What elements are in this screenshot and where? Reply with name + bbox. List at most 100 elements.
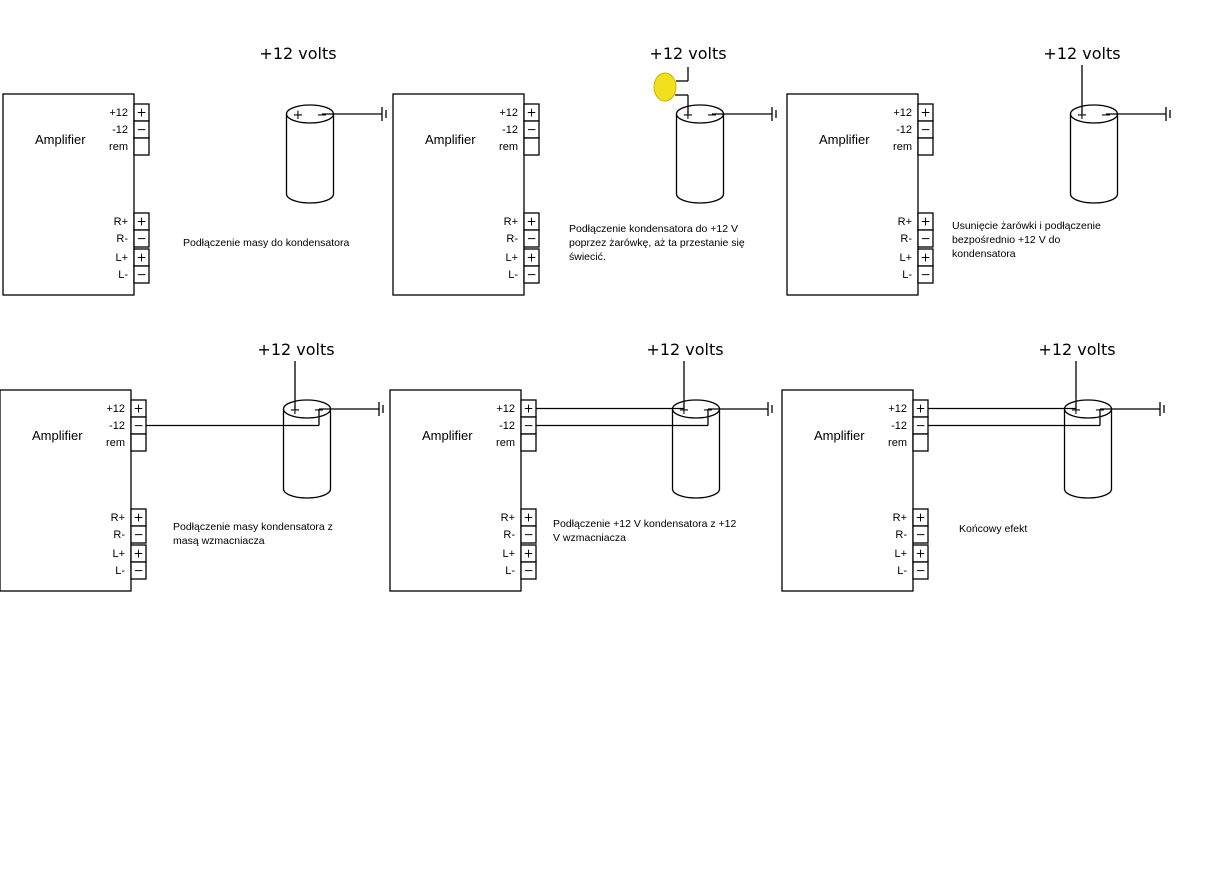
capacitor: +− <box>285 104 335 204</box>
terminal-label: +12 <box>499 107 518 119</box>
terminal-Rminus <box>133 229 150 248</box>
terminal-label: -12 <box>499 420 515 432</box>
plus-sign-icon: + <box>136 215 146 229</box>
terminal-label: R- <box>895 529 907 541</box>
minus-sign-icon: − <box>523 564 533 578</box>
terminal-label: +12 <box>888 403 907 415</box>
terminal-Rminus <box>912 525 929 544</box>
step-description: bezpośrednio +12 V do <box>952 234 1060 246</box>
capacitor-plus-icon: + <box>683 108 694 123</box>
plus-sign-icon: + <box>920 251 930 265</box>
plus-sign-icon: + <box>920 215 930 229</box>
volts-label: +12 volts <box>646 340 723 359</box>
terminal-label: R+ <box>114 216 128 228</box>
amplifier-label: Amplifier <box>819 132 870 147</box>
minus-sign-icon: − <box>133 419 143 433</box>
volts-label: +12 volts <box>259 44 336 63</box>
minus-sign-icon: − <box>133 564 143 578</box>
minus-sign-icon: − <box>920 232 930 246</box>
amplifier-body <box>392 93 525 296</box>
terminal-label: R- <box>503 529 515 541</box>
plus-sign-icon: + <box>133 402 143 416</box>
capacitor-plus-icon: + <box>290 403 301 418</box>
minus-sign-icon: − <box>136 232 146 246</box>
terminal-label: +12 <box>496 403 515 415</box>
amplifier-label: Amplifier <box>32 428 83 443</box>
terminal-label: -12 <box>891 420 907 432</box>
capacitor-base <box>285 193 335 204</box>
terminal-rem <box>520 433 537 452</box>
terminal-Rminus <box>917 229 934 248</box>
terminal-label: L- <box>897 565 907 577</box>
capacitor-plus-icon: + <box>293 108 304 123</box>
terminal-label: L+ <box>899 252 912 264</box>
capacitor-minus-icon: − <box>317 108 328 123</box>
volts-label: +12 volts <box>1038 340 1115 359</box>
terminal-Lminus <box>520 561 537 580</box>
capacitor-base <box>282 488 332 499</box>
terminal-label: -12 <box>109 420 125 432</box>
terminal-label: R- <box>116 233 128 245</box>
capacitor-minus-icon: − <box>1101 108 1112 123</box>
minus-sign-icon: − <box>136 268 146 282</box>
step-description: V wzmacniacza <box>553 532 626 544</box>
step-description: masą wzmacniacza <box>173 535 265 547</box>
plus-sign-icon: + <box>915 511 925 525</box>
terminal-label: L- <box>118 269 128 281</box>
terminal-label: L- <box>505 565 515 577</box>
step-description: Końcowy efekt <box>959 523 1027 535</box>
amplifier-body <box>389 389 522 592</box>
terminal-label: rem <box>888 437 907 449</box>
capacitor: +− <box>675 104 725 204</box>
plus-sign-icon: + <box>920 106 930 120</box>
volts-label: +12 volts <box>257 340 334 359</box>
terminal-Rminus <box>520 525 537 544</box>
terminal-rem <box>917 137 934 156</box>
minus-sign-icon: − <box>523 419 533 433</box>
terminal-label: -12 <box>112 124 128 136</box>
step-description: poprzez żarówkę, aż ta przestanie się <box>569 237 745 249</box>
terminal-label: rem <box>106 437 125 449</box>
step-description: Podłączenie kondensatora do +12 V <box>569 223 738 235</box>
terminal-label: rem <box>499 141 518 153</box>
plus-sign-icon: + <box>915 547 925 561</box>
plus-sign-icon: + <box>523 402 533 416</box>
capacitor: +− <box>671 399 721 499</box>
terminal-label: +12 <box>893 107 912 119</box>
terminal-label: R+ <box>898 216 912 228</box>
capacitor-base <box>671 488 721 499</box>
minus-sign-icon: − <box>915 564 925 578</box>
plus-sign-icon: + <box>133 547 143 561</box>
minus-sign-icon: − <box>523 528 533 542</box>
amplifier-label: Amplifier <box>35 132 86 147</box>
plus-sign-icon: + <box>523 547 533 561</box>
terminal-Rminus <box>130 525 147 544</box>
amplifier-body <box>786 93 919 296</box>
plus-sign-icon: + <box>526 251 536 265</box>
terminal-label: R+ <box>893 512 907 524</box>
minus-sign-icon: − <box>526 232 536 246</box>
amplifier-body <box>781 389 914 592</box>
step-description: kondensatora <box>952 248 1016 260</box>
terminal-label: L- <box>508 269 518 281</box>
terminal-Rminus <box>523 229 540 248</box>
step-description: Podłączenie +12 V kondensatora z +12 <box>553 518 736 530</box>
capacitor-plus-icon: + <box>679 403 690 418</box>
amplifier-body <box>0 389 132 592</box>
amplifier-label: Amplifier <box>425 132 476 147</box>
minus-sign-icon: − <box>920 123 930 137</box>
step-description: Podłączenie masy do kondensatora <box>183 237 350 249</box>
terminal-label: rem <box>496 437 515 449</box>
capacitor-plus-icon: + <box>1077 108 1088 123</box>
